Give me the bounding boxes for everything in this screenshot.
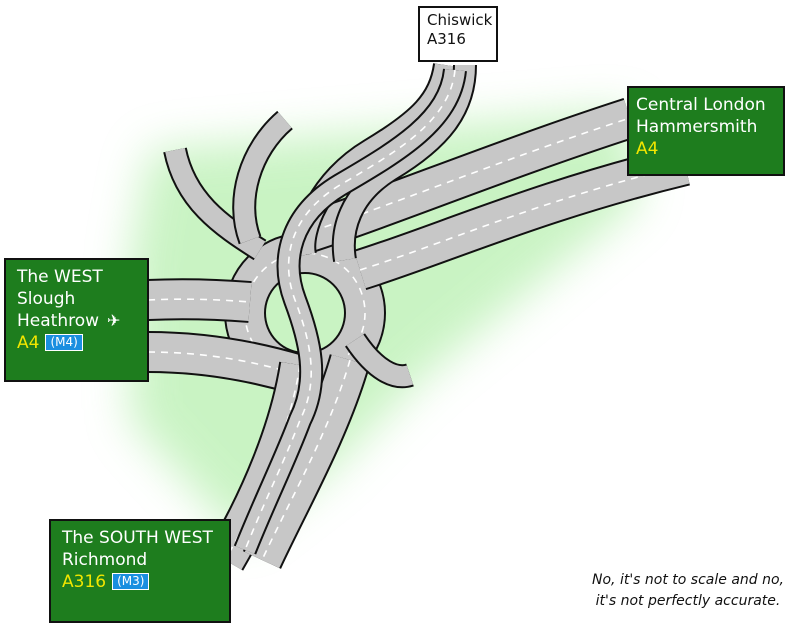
sign-chiswick-destination: Chiswick <box>427 11 493 29</box>
sign-west-route-line: A4 (M4) <box>17 332 147 354</box>
sign-central-route: A4 <box>636 139 659 159</box>
sign-southwest-route: A316 <box>62 572 107 592</box>
sign-west-destination-2: Slough <box>17 289 76 309</box>
sign-the-west: The WEST Slough Heathrow ✈ A4 (M4) <box>4 258 149 382</box>
sign-central-london: Central London Hammersmith A4 <box>627 86 785 176</box>
sign-southwest-destination-1: The SOUTH WEST <box>62 528 213 548</box>
southeast-slip-road <box>345 333 414 389</box>
sign-southwest-destination-2: Richmond <box>62 550 148 570</box>
sign-chiswick-route: A316 <box>427 30 466 48</box>
a316-flyover <box>233 68 467 555</box>
sign-west-destination-3: Heathrow ✈ <box>17 310 147 332</box>
sign-chiswick: Chiswick A316 <box>418 6 498 62</box>
sign-west-destination-1: The WEST <box>17 267 103 287</box>
sign-west-route: A4 <box>17 333 40 353</box>
a4-east-road <box>293 98 690 291</box>
sign-west-destination-3-text: Heathrow <box>17 311 100 331</box>
sign-southwest-motorway-badge: (M3) <box>112 573 150 590</box>
northwest-slip-roads <box>163 110 294 261</box>
sign-southwest-route-line: A316 (M3) <box>62 571 229 593</box>
sign-the-south-west: The SOUTH WEST Richmond A316 (M3) <box>49 519 231 623</box>
disclaimer-line-1: No, it's not to scale and no, <box>592 572 784 588</box>
disclaimer-note: No, it's not to scale and no, it's not p… <box>583 570 793 612</box>
sign-central-destination-1: Central London <box>636 95 766 115</box>
disclaimer-line-2: it's not perfectly accurate. <box>595 593 781 609</box>
sign-west-motorway-badge: (M4) <box>45 334 83 351</box>
sign-central-destination-2: Hammersmith <box>636 117 758 137</box>
airplane-icon: ✈ <box>107 311 121 330</box>
